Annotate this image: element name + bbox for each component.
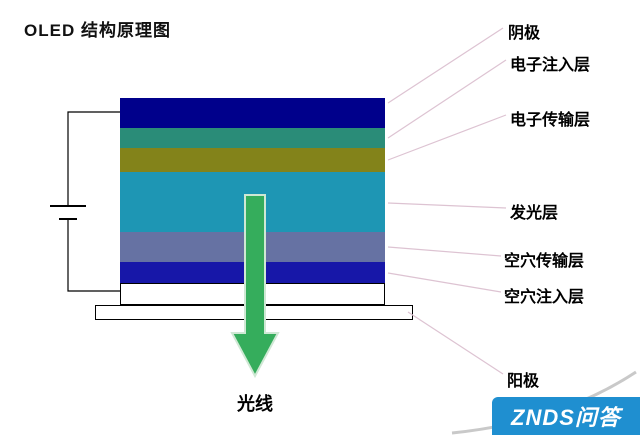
leader-line-emissive (387, 202, 507, 209)
label-hole-injection: 空穴注入层 (504, 289, 585, 306)
battery-wire-bottom (67, 219, 120, 292)
anode-layer (120, 283, 385, 305)
cathode-layer (120, 98, 385, 128)
label-electron-transport: 电子传输层 (510, 112, 591, 129)
emissive-layer (120, 172, 385, 232)
watermark-text: ZNDS问答 (511, 405, 621, 430)
leader-line-hole-transport (387, 246, 502, 257)
hole-injection-layer (120, 262, 385, 283)
diagram-title: OLED 结构原理图 (24, 21, 171, 40)
electron-injection-layer (120, 128, 385, 148)
light-label: 光线 (237, 394, 273, 414)
label-anode: 阳极 (507, 373, 540, 390)
substrate-plate (95, 305, 413, 320)
electron-transport-layer (120, 148, 385, 172)
label-cathode: 阴极 (508, 25, 541, 42)
leader-line-electron-transport (387, 114, 507, 161)
leader-line-anode (407, 311, 504, 375)
leader-line-hole-injection (387, 272, 502, 293)
leader-line-electron-injection (387, 59, 507, 139)
battery-wire-top (67, 111, 120, 206)
label-electron-injection: 电子注入层 (510, 57, 591, 74)
leader-line-cathode (387, 27, 504, 104)
layer-stack (120, 98, 385, 305)
label-emissive: 发光层 (510, 205, 559, 222)
label-hole-transport: 空穴传输层 (504, 253, 585, 270)
watermark-badge: ZNDS问答 (492, 397, 640, 435)
hole-transport-layer (120, 232, 385, 262)
